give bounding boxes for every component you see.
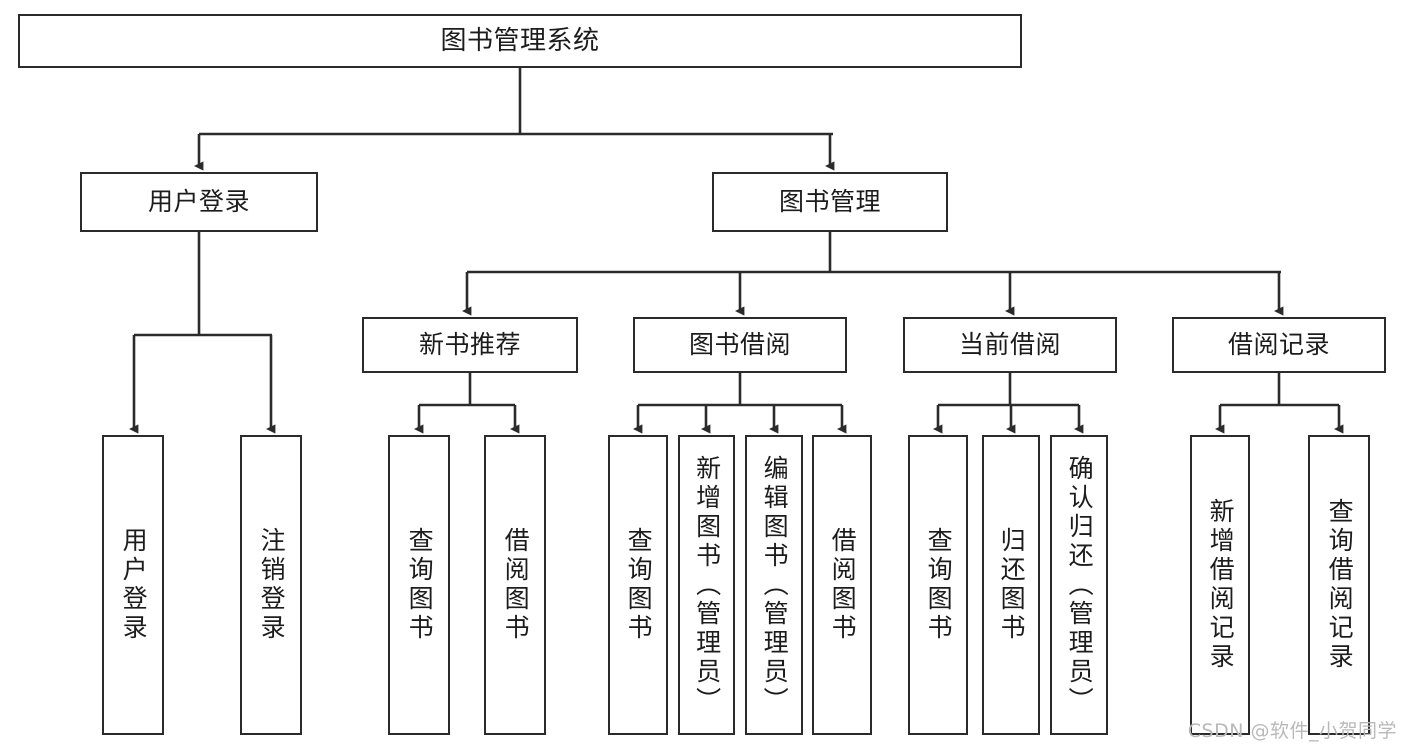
node-borrow-record[interactable]: 借阅记录 bbox=[1172, 317, 1386, 373]
node-user-login-label: 用户登录 bbox=[147, 187, 250, 217]
node-leaf-query-book-1-label: 查询图书 bbox=[405, 527, 435, 643]
node-leaf-query-record[interactable]: 查询借阅记录 bbox=[1308, 435, 1370, 735]
node-leaf-query-book-3[interactable]: 查询图书 bbox=[908, 435, 968, 735]
node-root[interactable]: 图书管理系统 bbox=[18, 14, 1022, 68]
node-leaf-edit-book-label: 编辑图书（管理员） bbox=[760, 454, 790, 716]
node-book-borrow[interactable]: 图书借阅 bbox=[633, 317, 847, 373]
node-root-label: 图书管理系统 bbox=[440, 25, 600, 56]
node-leaf-borrow-book-1[interactable]: 借阅图书 bbox=[484, 435, 546, 735]
node-leaf-query-book-2-label: 查询图书 bbox=[624, 527, 654, 643]
node-leaf-add-book[interactable]: 新增图书（管理员） bbox=[678, 435, 735, 735]
node-borrow-record-label: 借阅记录 bbox=[1227, 330, 1330, 360]
node-leaf-borrow-book-2-label: 借阅图书 bbox=[828, 527, 858, 643]
node-leaf-return-book-label: 归还图书 bbox=[997, 527, 1027, 643]
node-book-manage[interactable]: 图书管理 bbox=[712, 172, 948, 232]
node-leaf-query-book-1[interactable]: 查询图书 bbox=[388, 435, 450, 735]
node-leaf-borrow-book-2[interactable]: 借阅图书 bbox=[812, 435, 872, 735]
node-new-book-recommend-label: 新书推荐 bbox=[418, 330, 521, 360]
node-current-borrow[interactable]: 当前借阅 bbox=[903, 317, 1117, 373]
node-current-borrow-label: 当前借阅 bbox=[958, 330, 1061, 360]
watermark-text: CSDN @软件_小贺同学 bbox=[1187, 720, 1397, 742]
node-leaf-add-record[interactable]: 新增借阅记录 bbox=[1190, 435, 1250, 735]
node-leaf-borrow-book-1-label: 借阅图书 bbox=[501, 527, 531, 643]
node-leaf-user-login-label: 用户登录 bbox=[119, 527, 149, 643]
node-leaf-add-book-label: 新增图书（管理员） bbox=[692, 454, 722, 716]
node-leaf-user-logout-label: 注销登录 bbox=[257, 527, 287, 643]
node-leaf-query-book-2[interactable]: 查询图书 bbox=[608, 435, 668, 735]
node-book-manage-label: 图书管理 bbox=[778, 187, 881, 217]
node-leaf-add-record-label: 新增借阅记录 bbox=[1206, 498, 1236, 672]
node-leaf-edit-book[interactable]: 编辑图书（管理员） bbox=[745, 435, 803, 735]
node-leaf-query-book-3-label: 查询图书 bbox=[924, 527, 954, 643]
node-leaf-confirm-return-label: 确认归还（管理员） bbox=[1065, 454, 1095, 716]
node-book-borrow-label: 图书借阅 bbox=[688, 330, 791, 360]
node-leaf-user-logout[interactable]: 注销登录 bbox=[240, 435, 302, 735]
node-leaf-query-record-label: 查询借阅记录 bbox=[1325, 498, 1355, 672]
node-new-book-recommend[interactable]: 新书推荐 bbox=[362, 317, 578, 373]
node-leaf-user-login[interactable]: 用户登录 bbox=[102, 435, 164, 735]
node-user-login[interactable]: 用户登录 bbox=[80, 172, 318, 232]
node-leaf-confirm-return[interactable]: 确认归还（管理员） bbox=[1050, 435, 1108, 735]
node-leaf-return-book[interactable]: 归还图书 bbox=[982, 435, 1040, 735]
